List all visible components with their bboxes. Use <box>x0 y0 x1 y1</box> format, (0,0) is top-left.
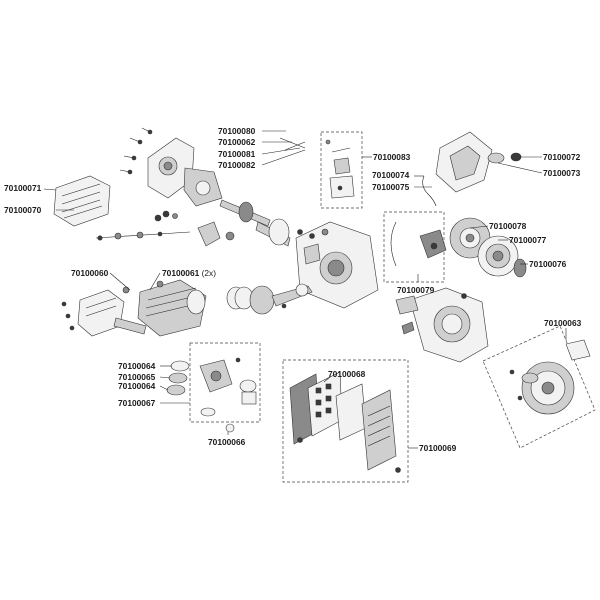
part-number-70100083: 70100083 <box>373 152 411 162</box>
crankshaft-part <box>219 199 291 247</box>
callout-labels: 70100080 70100062 70100081 70100082 7010… <box>4 126 582 453</box>
part-number-70100064-a: 70100064 <box>118 361 156 371</box>
part-number-70100071: 70100071 <box>4 183 42 193</box>
piston-part <box>226 283 313 315</box>
group-box-carburetor <box>189 342 261 423</box>
part-number-70100066: 70100066 <box>208 437 246 447</box>
part-number-70100068: 70100068 <box>328 369 366 379</box>
air-filter-part <box>289 371 401 473</box>
group-box-governor <box>320 131 363 209</box>
engine-block-part <box>295 221 379 309</box>
leader-lines <box>43 130 567 449</box>
part-number-70100072: 70100072 <box>543 152 581 162</box>
part-number-70100082: 70100082 <box>218 160 256 170</box>
part-number-70100064-b: 70100064 <box>118 381 156 391</box>
governor-linkage-part <box>95 137 306 247</box>
part-number-70100079: 70100079 <box>397 285 435 295</box>
part-number-70100060: 70100060 <box>71 268 109 278</box>
group-box-recoil-starter <box>482 325 596 449</box>
part-number-70100069: 70100069 <box>419 443 457 453</box>
valve-cover-part <box>61 289 147 337</box>
part-number-70100075: 70100075 <box>372 182 410 192</box>
part-number-70100076: 70100076 <box>529 259 567 269</box>
part-number-70100062: 70100062 <box>218 137 256 147</box>
part-number-70100077: 70100077 <box>509 235 547 245</box>
part-number-70100073: 70100073 <box>543 168 581 178</box>
part-number-70100074: 70100074 <box>372 170 410 180</box>
bolt-set-part <box>119 127 178 222</box>
fan-housing-part <box>395 287 489 363</box>
part-number-70100078: 70100078 <box>489 221 527 231</box>
group-box-air-filter <box>282 359 409 483</box>
cylinder-head-part <box>122 279 207 337</box>
part-number-70100067: 70100067 <box>118 398 156 408</box>
flywheel-part <box>449 217 527 278</box>
part-number-70100070: 70100070 <box>4 205 42 215</box>
fuel-tank-part <box>422 131 522 207</box>
ignition-coil-part <box>390 221 447 267</box>
carburetor-part <box>166 357 257 433</box>
muffler-guard-part <box>53 175 111 227</box>
recoil-starter-part <box>509 339 591 415</box>
governor-part <box>325 139 355 199</box>
part-number-70100080: 70100080 <box>218 126 256 136</box>
part-number-70100063: 70100063 <box>544 318 582 328</box>
part-number-70100061: 70100061 (2x) <box>162 268 216 278</box>
part-number-70100065: 70100065 <box>118 372 156 382</box>
part-number-70100081: 70100081 <box>218 149 256 159</box>
crankcase-cover-part <box>147 137 223 207</box>
